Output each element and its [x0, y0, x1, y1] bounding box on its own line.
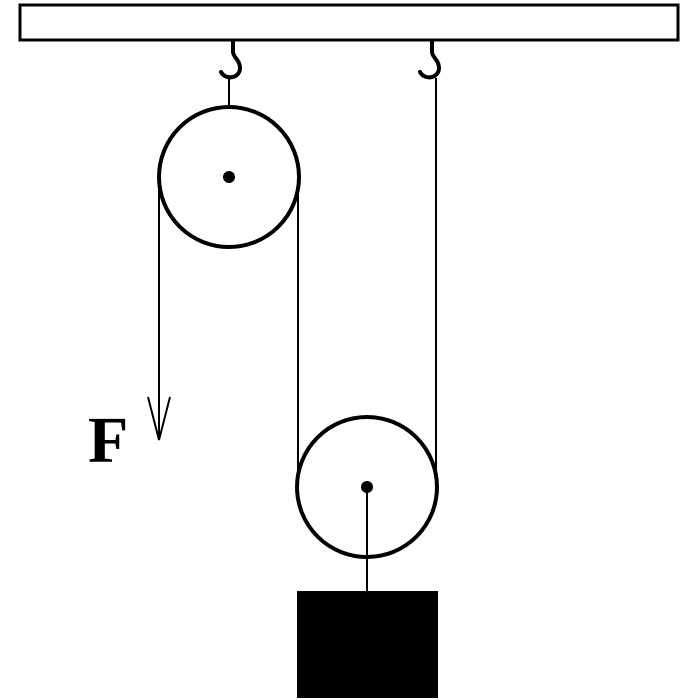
- load-block: [297, 591, 438, 698]
- hook-left: [219, 39, 243, 80]
- force-arrow: [147, 396, 171, 441]
- force-label: F: [88, 404, 129, 477]
- ceiling-bar: [18, 3, 680, 42]
- hook-right: [418, 39, 442, 80]
- fixed-pulley-axle: [223, 171, 235, 183]
